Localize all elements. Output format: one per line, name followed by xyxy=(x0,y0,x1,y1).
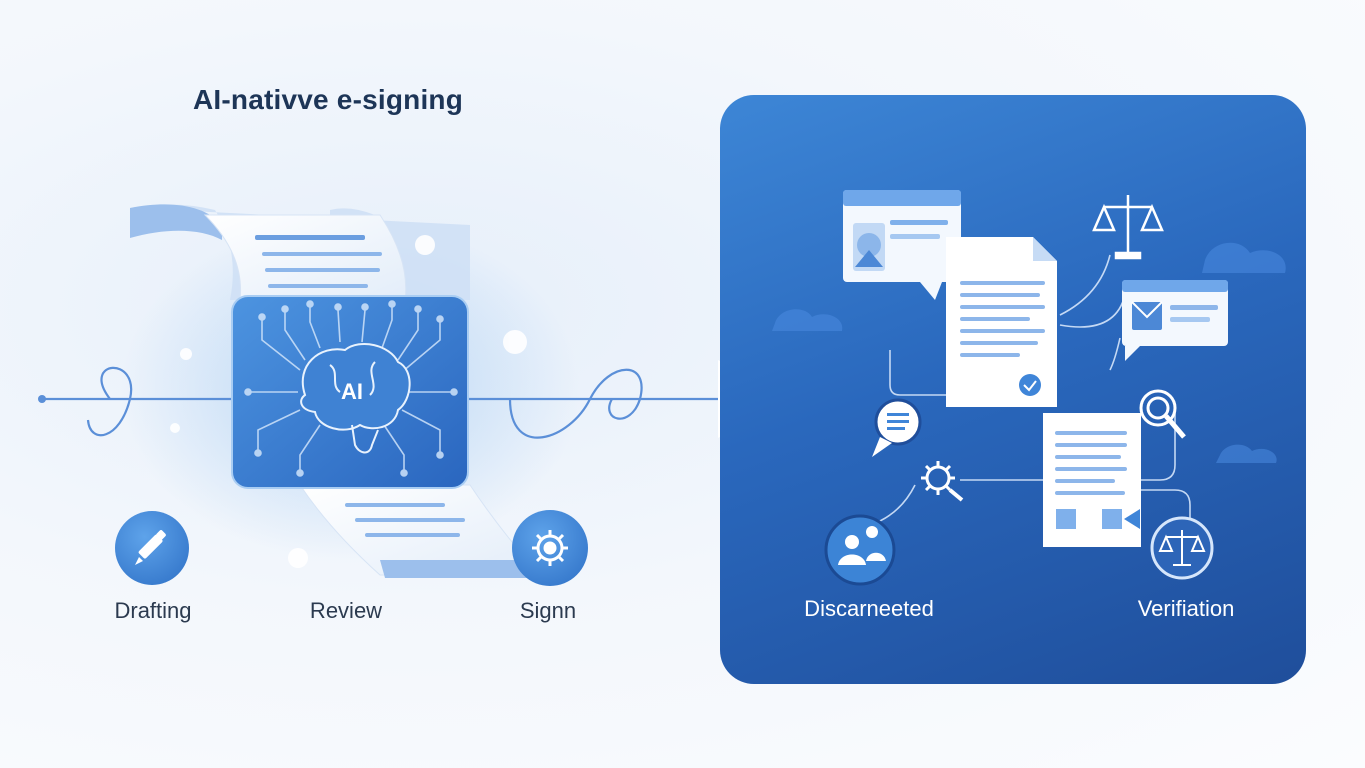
scales-icon xyxy=(1092,195,1164,260)
chip-label: AI xyxy=(341,379,363,404)
step-label-drafting: Drafting xyxy=(114,598,192,623)
document-icon xyxy=(946,237,1057,407)
panel-illustration xyxy=(772,190,1286,586)
brain-icon xyxy=(300,343,411,454)
line-start-dot xyxy=(38,395,46,403)
gear-search-icon xyxy=(921,461,964,502)
mail-card xyxy=(1122,280,1228,361)
chat-bubble-icon xyxy=(872,398,922,457)
panel-label-verification: Verifiation xyxy=(1137,596,1235,621)
pen-icon xyxy=(115,511,189,585)
document-scroll xyxy=(130,204,560,578)
left-illustration: AI xyxy=(38,204,737,578)
ai-chip xyxy=(231,295,469,489)
panel-label-disconnected: Discarneeted xyxy=(804,596,934,621)
decor-dots xyxy=(170,235,527,568)
step-label-sign: Signn xyxy=(519,598,577,623)
process-line xyxy=(42,366,733,439)
connector-lines xyxy=(869,254,1191,526)
cloud-shapes xyxy=(772,242,1286,463)
gear-magnifier-icon xyxy=(1139,389,1186,439)
gear-icon xyxy=(512,510,588,586)
user-network-icon xyxy=(824,514,896,586)
contract-icon xyxy=(1043,413,1141,547)
image-card xyxy=(843,190,961,300)
diagram-title: AI-nativve e-signing xyxy=(193,84,464,115)
outcome-panel: Discarneeted Verifiation xyxy=(720,95,1306,684)
verification-scales-icon xyxy=(1150,516,1214,580)
step-label-review: Review xyxy=(309,598,383,623)
